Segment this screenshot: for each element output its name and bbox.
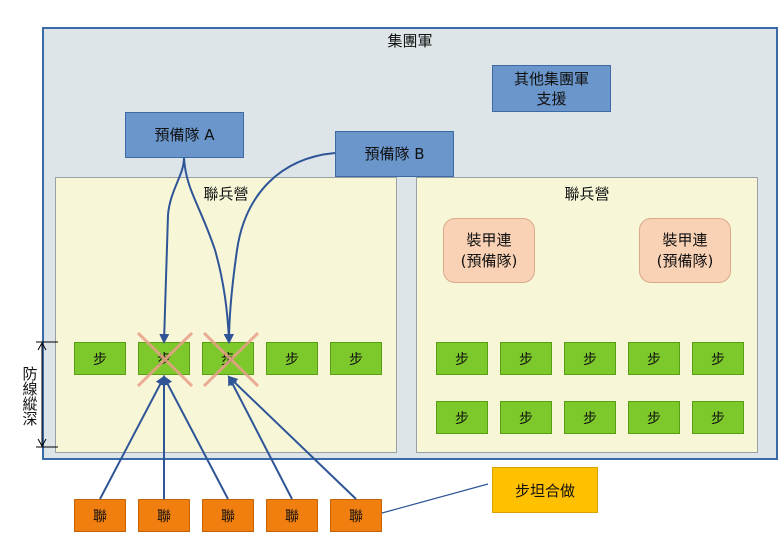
infantry-right-r2-1[interactable]: 步 [436, 401, 488, 434]
coordination-unit-3[interactable]: 聯 [202, 499, 254, 532]
coord-arrow-4 [228, 375, 293, 500]
infantry-right-r2-5[interactable]: 步 [692, 401, 744, 434]
army-support-line2: 支援 [536, 89, 567, 108]
reserve-b-box[interactable]: 預備隊 B [335, 131, 454, 177]
reserve-b-arrow-to-inf3 [224, 152, 336, 344]
coordination-unit-4[interactable]: 聯 [266, 499, 318, 532]
infantry-right-r2-3[interactable]: 步 [564, 401, 616, 434]
infantry-tank-coop-label: 步坦合做 [514, 481, 575, 500]
brigade-left-title: 聯兵營 [203, 185, 249, 203]
defense-depth-label: 防線縱深 [20, 366, 39, 426]
infantry-right-r1-1[interactable]: 步 [436, 342, 488, 375]
armor-company-1-line1: 裝甲連 [466, 230, 512, 249]
armor-company-2-line2: (預備隊) [656, 251, 714, 270]
army-support-box[interactable]: 其他集團軍 支援 [492, 65, 611, 112]
reserve-a-arrow-to-inf2 [159, 157, 185, 344]
reserve-a-box[interactable]: 預備隊 A [125, 112, 244, 158]
infantry-left-4[interactable]: 步 [266, 342, 318, 375]
armor-company-2[interactable]: 裝甲連 (預備隊) [639, 218, 731, 283]
destroyed-mark-2 [202, 331, 260, 388]
infantry-right-r1-3[interactable]: 步 [564, 342, 616, 375]
infantry-right-r1-2[interactable]: 步 [500, 342, 552, 375]
infantry-right-r2-4[interactable]: 步 [628, 401, 680, 434]
reserve-b-label: 預備隊 B [364, 145, 425, 163]
coordination-unit-2[interactable]: 聯 [138, 499, 190, 532]
infantry-tank-coop-note[interactable]: 步坦合做 [492, 467, 598, 513]
coordination-unit-1[interactable]: 聯 [74, 499, 126, 532]
coordination-unit-5[interactable]: 聯 [330, 499, 382, 532]
infantry-left-5[interactable]: 步 [330, 342, 382, 375]
coord-arrow-1 [99, 375, 165, 500]
armor-company-2-line1: 裝甲連 [662, 230, 708, 249]
defense-depth-bracket [36, 341, 58, 448]
infantry-left-1[interactable]: 步 [74, 342, 126, 375]
army-support-line1: 其他集團軍 [513, 69, 589, 88]
brigade-left [55, 177, 397, 453]
brigade-right-title: 聯兵營 [564, 185, 610, 203]
infantry-right-r1-5[interactable]: 步 [692, 342, 744, 375]
armor-company-1-line2: (預備隊) [460, 251, 518, 270]
armor-company-1[interactable]: 裝甲連 (預備隊) [443, 218, 535, 283]
reserve-a-arrow-to-inf3 [183, 157, 234, 344]
army-title: 集團軍 [387, 32, 433, 50]
destroyed-mark-1 [136, 331, 194, 388]
coop-note-connector [381, 483, 489, 514]
coord-arrow-3 [163, 375, 229, 500]
infantry-right-r2-2[interactable]: 步 [500, 401, 552, 434]
reserve-a-label: 預備隊 A [154, 126, 215, 144]
coord-arrow-5 [227, 375, 357, 500]
infantry-right-r1-4[interactable]: 步 [628, 342, 680, 375]
